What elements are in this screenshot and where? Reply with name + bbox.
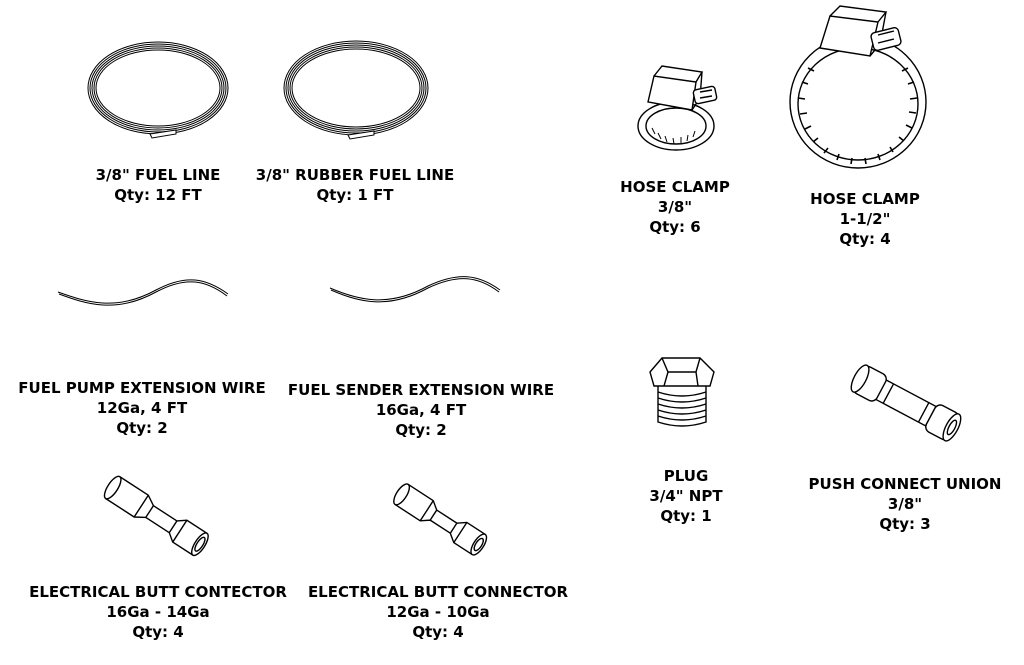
- hose-clamp-small-label: HOSE CLAMP 3/8" Qty: 6: [620, 177, 730, 237]
- part-qty: Qty: 2: [395, 421, 447, 439]
- part-name: PLUG: [663, 467, 709, 485]
- plug-label: PLUG 3/4" NPT Qty: 1: [649, 466, 722, 526]
- part-name: FUEL SENDER EXTENSION WIRE: [287, 381, 555, 399]
- part-qty: Qty: 6: [649, 218, 701, 236]
- part-qty: Qty: 1: [660, 507, 712, 525]
- part-name: PUSH CONNECT UNION: [808, 475, 1002, 493]
- part-qty: Qty: 4: [412, 623, 464, 641]
- fuel-sender-wire-label: FUEL SENDER EXTENSION WIRE 16Ga, 4 FT Qt…: [288, 380, 554, 440]
- part-spec: 3/8": [657, 198, 693, 216]
- fuel-pump-wire-label: FUEL PUMP EXTENSION WIRE 12Ga, 4 FT Qty:…: [18, 378, 265, 438]
- part-qty: Qty: 12 FT: [114, 186, 202, 204]
- butt-connector-12-10-illustration: [393, 483, 488, 556]
- part-qty: Qty: 4: [132, 623, 184, 641]
- plug-illustration: [649, 357, 715, 427]
- hose-clamp-small-illustration: [637, 65, 718, 151]
- fuel-line-coil-illustration: [87, 41, 229, 139]
- part-name: 3/8" FUEL LINE: [95, 166, 221, 184]
- butt-connector-16-14-illustration: [103, 475, 209, 557]
- part-name: 3/8" RUBBER FUEL LINE: [255, 166, 455, 184]
- part-spec: 3/8": [887, 495, 923, 513]
- rubber-fuel-line-coil-illustration: [283, 40, 429, 140]
- part-qty: Qty: 4: [839, 230, 891, 248]
- butt-connector-16-14-label: ELECTRICAL BUTT CONTECTOR 16Ga - 14Ga Qt…: [29, 582, 287, 642]
- part-name: ELECTRICAL BUTT CONNECTOR: [307, 583, 569, 601]
- hose-clamp-large-illustration: [789, 5, 927, 169]
- part-spec: 3/4" NPT: [649, 487, 723, 505]
- part-qty: Qty: 3: [879, 515, 931, 533]
- part-spec: 16Ga - 14Ga: [106, 603, 210, 621]
- push-connect-union-label: PUSH CONNECT UNION 3/8" Qty: 3: [809, 474, 1002, 534]
- part-qty: Qty: 1 FT: [316, 186, 394, 204]
- part-name: ELECTRICAL BUTT CONTECTOR: [29, 583, 287, 601]
- part-spec: 12Ga, 4 FT: [96, 399, 188, 417]
- hose-clamp-large-label: HOSE CLAMP 1-1/2" Qty: 4: [810, 189, 920, 249]
- fuel-sender-wire-illustration: [329, 276, 501, 303]
- rubber-fuel-line-label: 3/8" RUBBER FUEL LINE Qty: 1 FT: [256, 165, 454, 205]
- fuel-pump-wire-illustration: [57, 279, 229, 306]
- part-spec: 16Ga, 4 FT: [375, 401, 467, 419]
- fuel-line-label: 3/8" FUEL LINE Qty: 12 FT: [96, 165, 221, 205]
- butt-connector-12-10-label: ELECTRICAL BUTT CONNECTOR 12Ga - 10Ga Qt…: [308, 582, 568, 642]
- part-qty: Qty: 2: [116, 419, 168, 437]
- part-name: HOSE CLAMP: [810, 190, 920, 208]
- part-name: FUEL PUMP EXTENSION WIRE: [18, 379, 266, 397]
- part-name: HOSE CLAMP: [620, 178, 730, 196]
- push-connect-union-illustration: [850, 364, 962, 442]
- part-spec: 12Ga - 10Ga: [386, 603, 490, 621]
- part-spec: 1-1/2": [839, 210, 891, 228]
